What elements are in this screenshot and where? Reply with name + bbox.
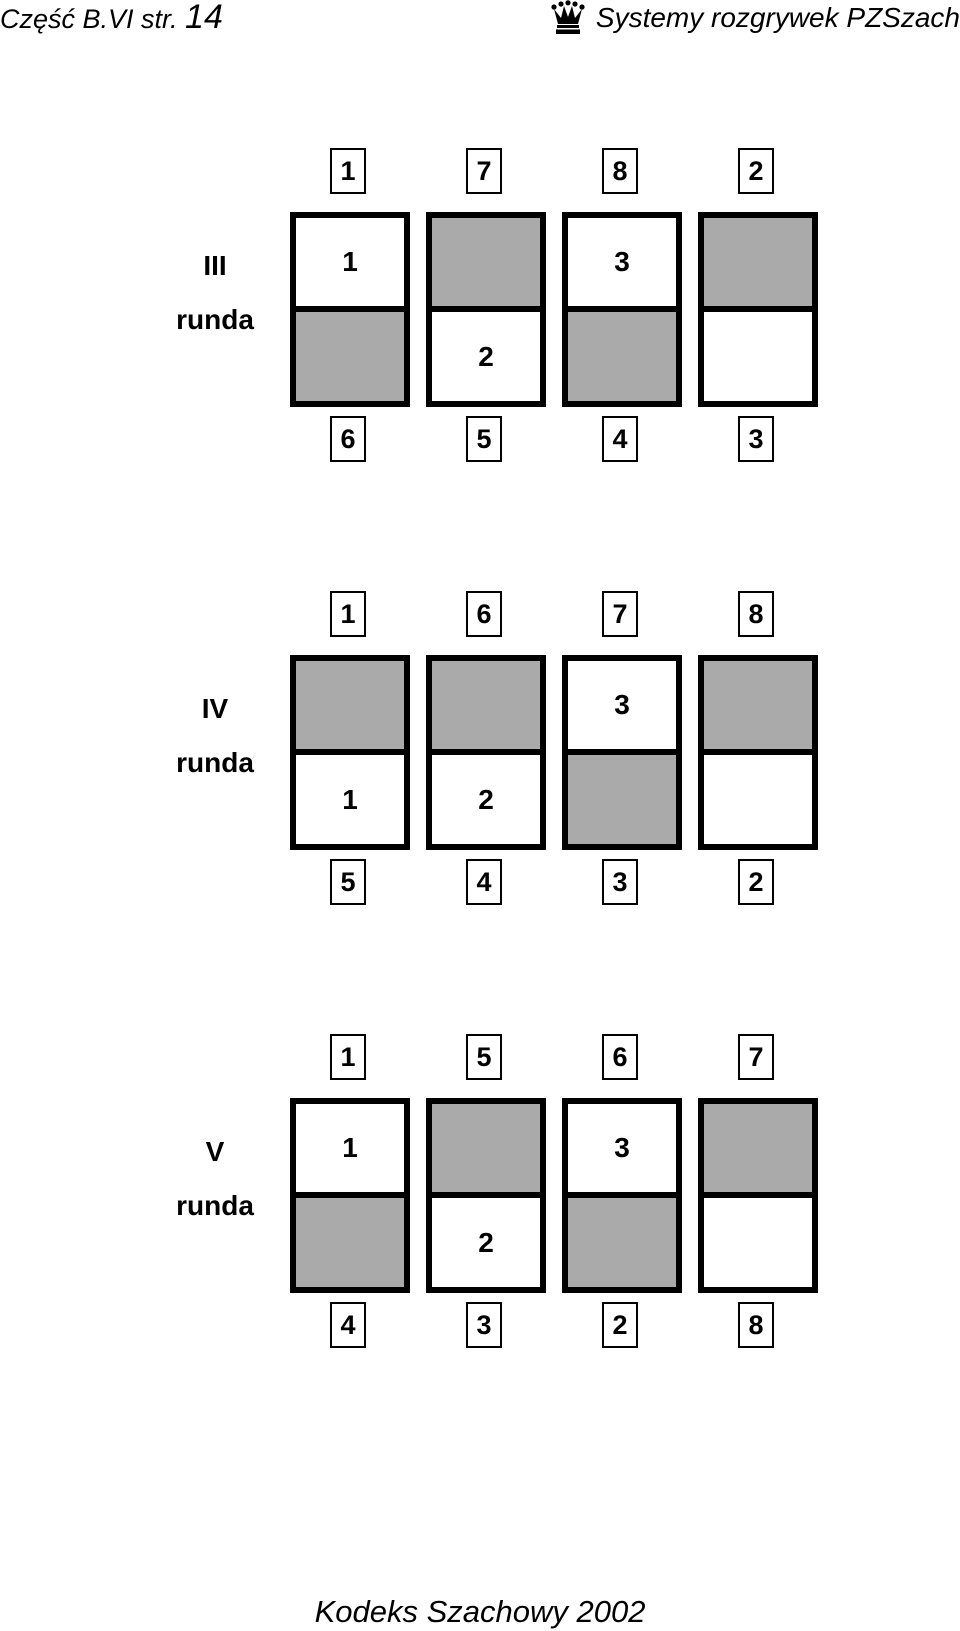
round-number-label: III — [203, 250, 227, 281]
board-divider — [704, 306, 812, 312]
chessboard-pairing — [698, 655, 818, 850]
board-top-half — [704, 218, 812, 306]
header-section-text: Część B.VI str. — [0, 4, 178, 34]
bottom-player-number: 3 — [602, 859, 638, 905]
chessboard-pairing: 3 — [562, 655, 682, 850]
round-word-label: runda — [176, 747, 254, 778]
board-bottom-half — [568, 1198, 676, 1287]
board-divider — [296, 306, 404, 312]
round-word-label: runda — [176, 304, 254, 335]
chessboard-pairing: 3 — [562, 212, 682, 407]
board-top-half: 3 — [568, 218, 676, 306]
board-bottom-half: 2 — [432, 312, 540, 401]
top-player-number: 1 — [330, 1034, 366, 1080]
board-top-half: 1 — [296, 1104, 404, 1192]
chessboard-pairing: 2 — [426, 212, 546, 407]
chessboard-pairing: 2 — [426, 1098, 546, 1293]
top-player-number: 5 — [466, 1034, 502, 1080]
board-top-half: 3 — [568, 661, 676, 749]
bottom-player-number: 5 — [330, 859, 366, 905]
top-player-number: 6 — [602, 1034, 638, 1080]
board-top-half — [432, 1104, 540, 1192]
board-top-half: 1 — [296, 218, 404, 306]
round-number-label: V — [205, 1136, 225, 1167]
header-title: Systemy rozgrywek PZSzach — [595, 2, 960, 33]
board-bottom-half: 2 — [432, 1198, 540, 1287]
board-divider — [432, 306, 540, 312]
board-top-half: 3 — [568, 1104, 676, 1192]
board-bottom-half — [568, 312, 676, 401]
bottom-player-number: 3 — [738, 416, 774, 462]
top-player-number: 8 — [738, 591, 774, 637]
bottom-player-number: 2 — [602, 1302, 638, 1348]
bottom-player-number: 3 — [466, 1302, 502, 1348]
chessboard-pairing: 1 — [290, 1098, 410, 1293]
board-bottom-half — [704, 312, 812, 401]
board-top-half — [432, 661, 540, 749]
board-bottom-half — [296, 312, 404, 401]
chessboard-pairing: 3 — [562, 1098, 682, 1293]
board-divider — [296, 1192, 404, 1198]
board-bottom-half — [568, 755, 676, 844]
board-top-half — [296, 661, 404, 749]
board-divider — [704, 749, 812, 755]
board-divider — [432, 749, 540, 755]
board-divider — [568, 1192, 676, 1198]
board-bottom-half — [704, 755, 812, 844]
bottom-player-number: 6 — [330, 416, 366, 462]
round-word-label: runda — [176, 1190, 254, 1221]
top-player-number: 1 — [330, 148, 366, 194]
board-divider — [296, 749, 404, 755]
chessboard-pairing: 2 — [426, 655, 546, 850]
top-player-number: 8 — [602, 148, 638, 194]
top-player-number: 7 — [602, 591, 638, 637]
header-right: Systemy rozgrywek PZSzach — [550, 0, 960, 36]
queen-icon — [551, 0, 585, 34]
board-divider — [568, 749, 676, 755]
board-bottom-half: 2 — [432, 755, 540, 844]
bottom-player-number: 8 — [738, 1302, 774, 1348]
board-bottom-half: 1 — [296, 755, 404, 844]
board-divider — [432, 1192, 540, 1198]
chessboard-pairing: 1 — [290, 212, 410, 407]
top-player-number: 1 — [330, 591, 366, 637]
board-top-half — [432, 218, 540, 306]
top-player-number: 7 — [738, 1034, 774, 1080]
top-player-number: 7 — [466, 148, 502, 194]
board-divider — [568, 306, 676, 312]
board-bottom-half — [704, 1198, 812, 1287]
bottom-player-number: 4 — [330, 1302, 366, 1348]
top-player-number: 2 — [738, 148, 774, 194]
header-left: Część B.VI str. 14 — [0, 0, 223, 36]
board-top-half — [704, 661, 812, 749]
bottom-player-number: 4 — [466, 859, 502, 905]
chessboard-pairing — [698, 1098, 818, 1293]
round-number-label: IV — [201, 693, 229, 724]
bottom-player-number: 5 — [466, 416, 502, 462]
board-bottom-half — [296, 1198, 404, 1287]
top-player-number: 6 — [466, 591, 502, 637]
footer-text: Kodeks Szachowy 2002 — [314, 1594, 646, 1629]
chessboard-pairing — [698, 212, 818, 407]
page-number: 14 — [185, 0, 223, 36]
board-top-half — [704, 1104, 812, 1192]
chessboard-pairing: 1 — [290, 655, 410, 850]
bottom-player-number: 4 — [602, 416, 638, 462]
board-divider — [704, 1192, 812, 1198]
bottom-player-number: 2 — [738, 859, 774, 905]
